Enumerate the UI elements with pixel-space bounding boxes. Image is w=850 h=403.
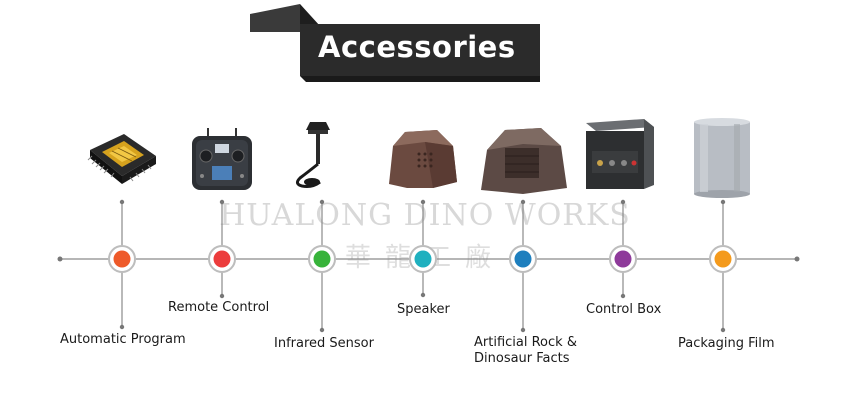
node-artificial-rock: [509, 245, 537, 273]
control-box-icon: [586, 119, 654, 189]
chip-icon: [87, 134, 156, 184]
remote-control-icon: [192, 128, 252, 190]
node-packaging-film: [709, 245, 737, 273]
label-control-box: Control Box: [586, 302, 662, 317]
label-packaging-film: Packaging Film: [678, 336, 775, 351]
node-control-box: [609, 245, 637, 273]
label-artificial-rock: Artificial Rock & Dinosaur Facts: [474, 335, 577, 366]
timeline-start-dot: [57, 256, 63, 262]
rock-speaker-icon: [389, 130, 457, 188]
watermark-text: HUALONG DINO WORKS: [219, 198, 631, 233]
page-title: Accessories: [318, 30, 516, 64]
label-remote-control: Remote Control: [168, 300, 270, 315]
label-infrared-sensor: Infrared Sensor: [274, 336, 374, 351]
timeline-end-dot: [794, 256, 800, 262]
packaging-film-icon: [694, 118, 750, 198]
header-banner: [250, 4, 540, 82]
artificial-rock-icon: [481, 128, 567, 194]
label-speaker: Speaker: [397, 302, 450, 317]
node-speaker: [409, 245, 437, 273]
node-automatic-program: [108, 245, 136, 273]
node-infrared-sensor: [308, 245, 336, 273]
label-automatic-program: Automatic Program: [60, 332, 186, 347]
sensor-icon: [295, 122, 330, 188]
node-remote-control: [208, 245, 236, 273]
